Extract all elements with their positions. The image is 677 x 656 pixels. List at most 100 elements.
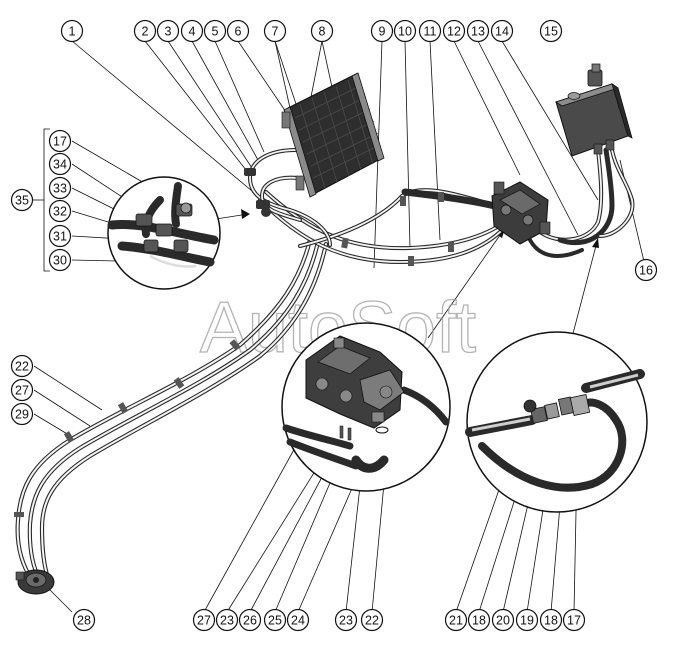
- callout-1: 1: [60, 19, 84, 43]
- callout-circle: [10, 354, 34, 378]
- callout-22: 22: [360, 608, 384, 632]
- callout-circle: [180, 19, 204, 43]
- callout-number: 23: [220, 614, 234, 628]
- callout-circle: [562, 608, 586, 632]
- callout-circle: [48, 176, 72, 200]
- callout-circle: [491, 608, 515, 632]
- callout-7: 7: [263, 19, 287, 43]
- oil-tank: [555, 63, 633, 157]
- control-valve-block: [491, 181, 551, 245]
- callout-number: 15: [544, 25, 558, 39]
- callout-circle: [133, 19, 157, 43]
- callout-circle: [444, 608, 468, 632]
- callout-circle: [490, 19, 514, 43]
- callout-number: 11: [424, 25, 437, 39]
- callout-circle: [48, 152, 72, 176]
- callout-number: 14: [495, 25, 509, 39]
- callout-circle: [360, 608, 384, 632]
- callout-circle: [539, 19, 563, 43]
- hose-routing: [14, 147, 635, 583]
- callout-circle: [10, 378, 34, 402]
- callout-number: 17: [53, 135, 67, 149]
- callout-circle: [286, 608, 310, 632]
- callout-11: 11: [418, 19, 442, 43]
- callout-number: 30: [53, 254, 67, 268]
- callout-circle: [10, 402, 34, 426]
- callout-number: 26: [243, 614, 257, 628]
- callout-circle: [334, 608, 358, 632]
- callout-number: 19: [520, 614, 534, 628]
- callout-22: 22: [10, 354, 34, 378]
- callout-number: 16: [639, 264, 653, 278]
- callout-number: 33: [53, 182, 67, 196]
- callout-number: 28: [77, 614, 91, 628]
- callout-number: 27: [15, 384, 29, 398]
- callout-number: 2: [142, 25, 149, 39]
- callout-31: 31: [48, 224, 72, 248]
- callout-circle: [515, 608, 539, 632]
- callout-number: 32: [53, 205, 67, 219]
- hydraulic-motor: [15, 569, 55, 595]
- callout-circle: [48, 129, 72, 153]
- callout-circle: [467, 608, 491, 632]
- callout-28: 28: [72, 608, 96, 632]
- detail-view-inline-fitting: [465, 331, 648, 513]
- callout-number: 27: [197, 614, 211, 628]
- callout-number: 5: [212, 25, 219, 39]
- callout-circle: [418, 19, 442, 43]
- callout-16: 16: [634, 258, 658, 282]
- callout-number: 21: [449, 614, 463, 628]
- callout-29: 29: [10, 402, 34, 426]
- callout-circle: [442, 19, 466, 43]
- oil-cooler: [281, 72, 385, 198]
- callout-number: 9: [379, 25, 386, 39]
- callout-number: 13: [471, 25, 485, 39]
- callout-number: 22: [365, 614, 379, 628]
- callout-circle: [466, 19, 490, 43]
- callout-number: 29: [15, 408, 29, 422]
- callout-23: 23: [334, 608, 358, 632]
- callout-18: 18: [539, 608, 563, 632]
- callout-number: 24: [291, 614, 305, 628]
- callout-number: 25: [268, 614, 282, 628]
- callout-number: 35: [15, 194, 29, 208]
- callout-number: 10: [398, 25, 412, 39]
- callout-number: 22: [15, 360, 29, 374]
- callout-circle: [393, 19, 417, 43]
- callout-circle: [370, 19, 394, 43]
- callout-circle: [192, 608, 216, 632]
- callout-circle: [60, 19, 84, 43]
- callout-number: 7: [272, 25, 279, 39]
- callout-number: 3: [165, 25, 172, 39]
- detail-view-fittings: [107, 176, 221, 290]
- callout-30: 30: [48, 248, 72, 272]
- callout-circle: [310, 19, 334, 43]
- callout-6: 6: [226, 19, 250, 43]
- callout-circle: [634, 258, 658, 282]
- callout-circle: [156, 19, 180, 43]
- callout-26: 26: [238, 608, 262, 632]
- callout-5: 5: [203, 19, 227, 43]
- callout-number: 23: [339, 614, 353, 628]
- callout-34: 34: [48, 152, 72, 176]
- callout-number: 12: [447, 25, 461, 39]
- callout-circle: [238, 608, 262, 632]
- callout-number: 6: [235, 25, 242, 39]
- callout-21: 21: [444, 608, 468, 632]
- callout-circle: [263, 608, 287, 632]
- callout-32: 32: [48, 199, 72, 223]
- callout-number: 17: [567, 614, 581, 628]
- callout-circle: [215, 608, 239, 632]
- callout-circle: [72, 608, 96, 632]
- callout-23: 23: [215, 608, 239, 632]
- callout-27: 27: [10, 378, 34, 402]
- callout-circle: [203, 19, 227, 43]
- callout-20: 20: [491, 608, 515, 632]
- callout-circle: [539, 608, 563, 632]
- callout-number: 31: [53, 230, 67, 244]
- callout-9: 9: [370, 19, 394, 43]
- callout-25: 25: [263, 608, 287, 632]
- callout-17: 17: [562, 608, 586, 632]
- callout-10: 10: [393, 19, 417, 43]
